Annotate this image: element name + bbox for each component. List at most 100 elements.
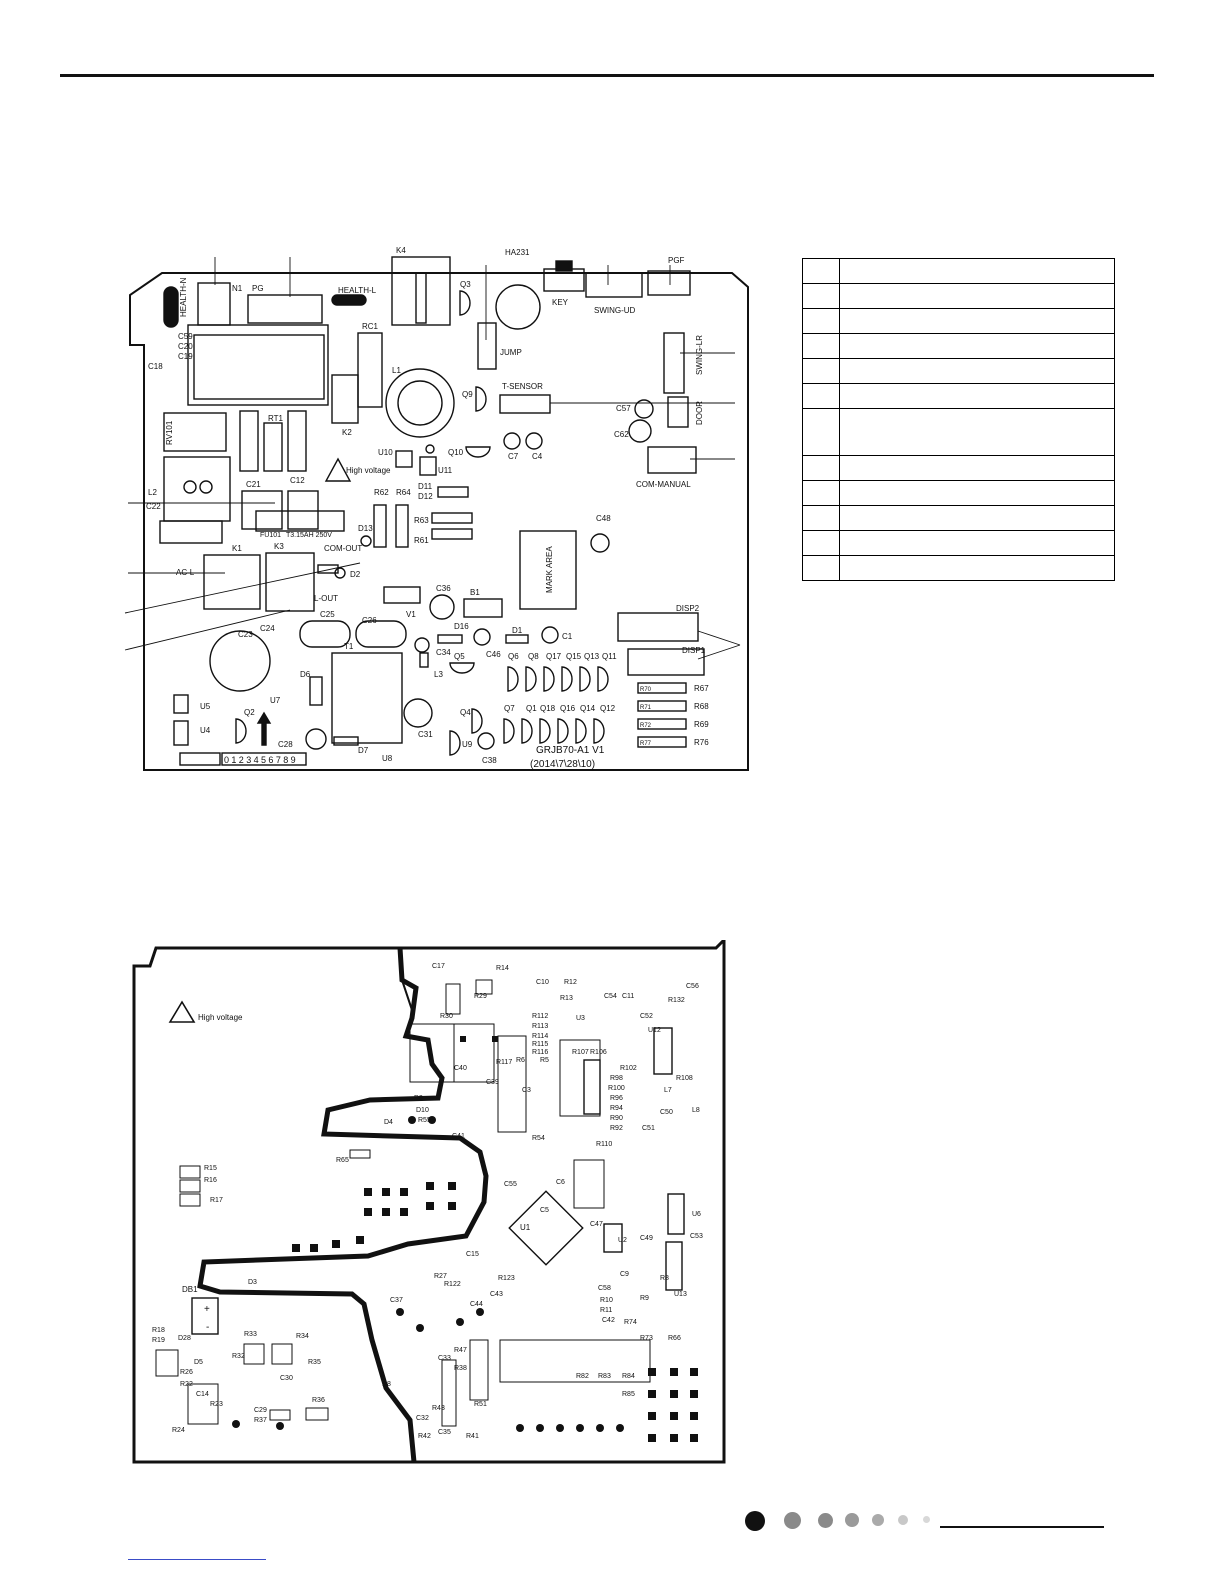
dot-1 <box>745 1511 765 1531</box>
label-r67: R67 <box>694 684 709 693</box>
label-c1: C1 <box>562 632 573 641</box>
label-q11: Q11 <box>602 652 617 661</box>
label-r76: R76 <box>694 738 709 747</box>
label-q2: Q2 <box>244 708 255 717</box>
legend-row <box>802 383 1115 409</box>
label-c50: C50 <box>660 1109 673 1116</box>
label-c43: C43 <box>490 1291 503 1298</box>
label-k1: K1 <box>232 544 242 553</box>
label-c41: C41 <box>452 1133 465 1140</box>
label-c53: C53 <box>690 1233 703 1240</box>
label-r82: R82 <box>576 1373 589 1380</box>
label-r34: R34 <box>296 1333 309 1340</box>
label-k4: K4 <box>396 246 406 255</box>
label-fuse-rating: T3.15AH 250V <box>286 532 332 539</box>
label-r5: R5 <box>540 1057 549 1064</box>
label-d7: D7 <box>358 746 369 755</box>
label-d4: D4 <box>384 1119 393 1126</box>
label-t-sensor: T-SENSOR <box>502 382 543 391</box>
legend-row <box>802 358 1115 384</box>
label-u11: U11 <box>438 466 453 475</box>
label-r77: R77 <box>640 741 652 747</box>
label-c55: C55 <box>504 1181 517 1188</box>
label-disp1: DISP1 <box>682 646 706 655</box>
label-l-out: L-OUT <box>314 594 338 603</box>
label-q12: Q12 <box>600 704 616 713</box>
label-r36: R36 <box>312 1397 325 1404</box>
label-d9: D9 <box>414 1095 423 1102</box>
label-u9: U9 <box>462 740 473 749</box>
label-u5: U5 <box>200 702 211 711</box>
label-c29: C29 <box>254 1407 267 1414</box>
label-c23: C23 <box>238 630 253 639</box>
label-r70: R70 <box>640 687 652 693</box>
label-d12: D12 <box>418 492 433 501</box>
label-jump: JUMP <box>500 348 522 357</box>
label-n1: N1 <box>232 284 243 293</box>
label-db1: DB1 <box>182 1285 198 1294</box>
label-c26: C26 <box>362 616 377 625</box>
label-r96: R96 <box>610 1095 623 1102</box>
legend-row <box>802 408 1115 456</box>
label-u4: U4 <box>200 726 211 735</box>
legend-row <box>802 505 1115 531</box>
pcb-top-view: HEALTH-N N1 PG HEALTH-L K4 Q3 HA231 KEY … <box>120 225 760 785</box>
label-d8: D8 <box>382 1381 391 1388</box>
label-u1: U1 <box>520 1223 531 1232</box>
label-c14: C14 <box>196 1391 209 1398</box>
label-q9: Q9 <box>462 390 473 399</box>
label-r63: R63 <box>414 516 429 525</box>
label-ac-l: AC-L <box>176 568 195 577</box>
label-c21: C21 <box>246 480 261 489</box>
label-r74: R74 <box>624 1319 637 1326</box>
label-c47: C47 <box>590 1221 603 1228</box>
label-r8: R8 <box>660 1275 669 1282</box>
label-c52: C52 <box>640 1013 653 1020</box>
label-r108: R108 <box>676 1075 693 1082</box>
label-r62: R62 <box>374 488 389 497</box>
label-r116: R116 <box>532 1049 548 1056</box>
board-outline <box>129 272 749 771</box>
label-t1: T1 <box>344 642 354 651</box>
label-r51: R51 <box>474 1401 487 1408</box>
label-q15: Q15 <box>566 652 582 661</box>
label-q6: Q6 <box>508 652 519 661</box>
label-r112: R112 <box>532 1013 548 1020</box>
footer-link-underline[interactable] <box>128 1559 266 1560</box>
label-k3: K3 <box>274 542 284 551</box>
label-r29: R29 <box>474 993 487 1000</box>
label-c12: C12 <box>290 476 305 485</box>
label-c7: C7 <box>508 452 519 461</box>
pcb-bottom-view: High voltage DB1 + - U1 <box>120 936 730 1465</box>
label-c38: C38 <box>482 756 497 765</box>
label-swing-ud: SWING-UD <box>594 306 636 315</box>
label-d13: D13 <box>358 524 373 533</box>
label-r22: R22 <box>180 1381 193 1388</box>
legend-row <box>802 530 1115 556</box>
label-c48: C48 <box>596 514 611 523</box>
label-r90: R90 <box>610 1115 623 1122</box>
label-r13: R13 <box>560 995 573 1002</box>
dot-4 <box>845 1513 859 1527</box>
label-r19: R19 <box>152 1337 165 1344</box>
footer-rule <box>940 1526 1104 1528</box>
label-r11: R11 <box>600 1307 612 1314</box>
label-r30: R30 <box>440 1013 453 1020</box>
label-c28: C28 <box>278 740 293 749</box>
label-l2: L2 <box>148 488 157 497</box>
solder-pads <box>232 1036 698 1442</box>
label-q4: Q4 <box>460 708 471 717</box>
label-q1: Q1 <box>526 704 537 713</box>
label-d11: D11 <box>418 482 433 491</box>
legend-row <box>802 258 1115 284</box>
hv-trace <box>197 947 489 1463</box>
label-r10: R10 <box>600 1297 613 1304</box>
dot-6 <box>898 1515 908 1525</box>
label-c10: C10 <box>536 979 549 986</box>
label-r115: R115 <box>532 1041 548 1048</box>
dot-2 <box>784 1512 801 1529</box>
label-k2: K2 <box>342 428 352 437</box>
legend-row <box>802 308 1115 334</box>
label-plus: + <box>204 1304 210 1315</box>
label-q17: Q17 <box>546 652 562 661</box>
